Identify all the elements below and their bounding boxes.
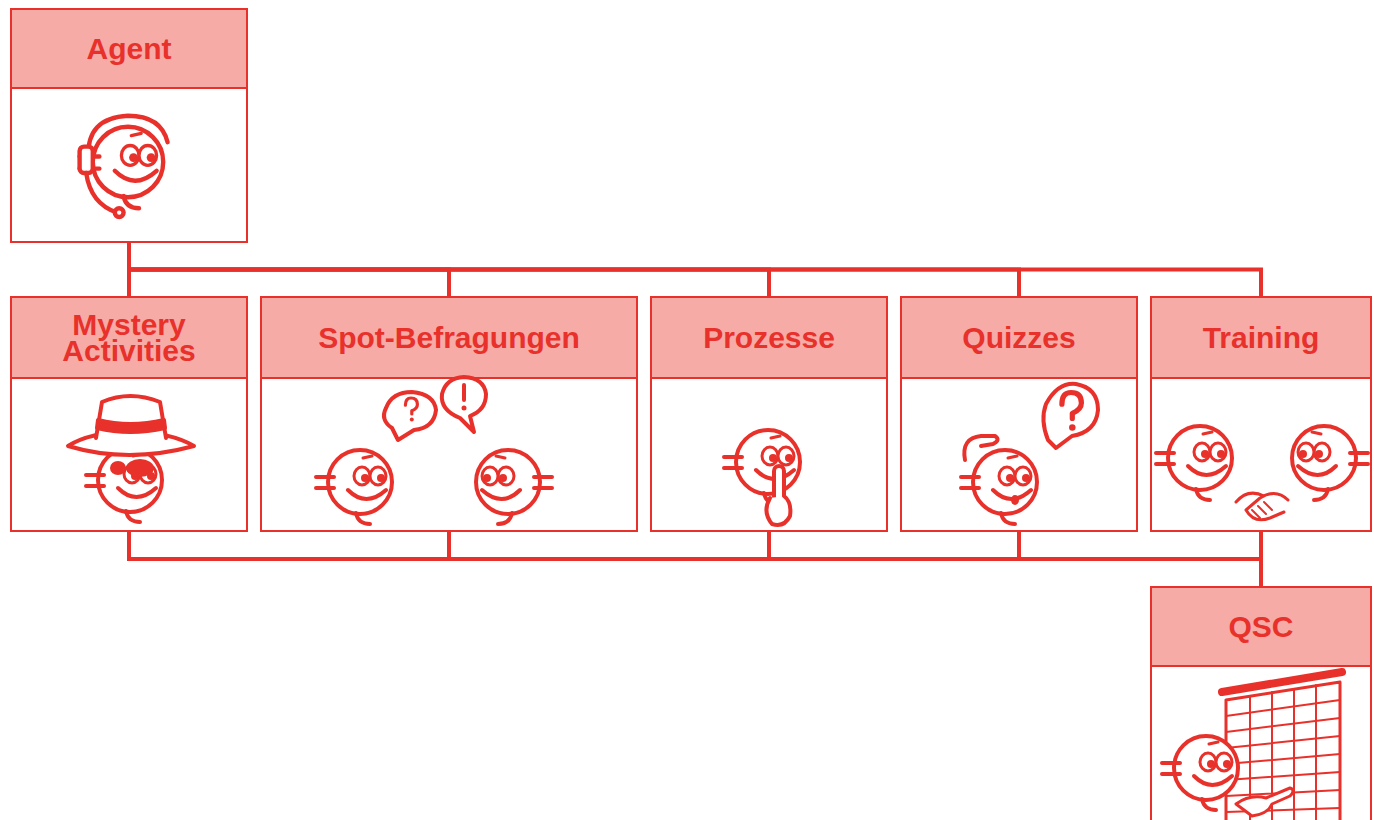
hat-band bbox=[97, 420, 165, 432]
thought-bubble bbox=[1043, 384, 1098, 448]
headset-mic-arm bbox=[86, 173, 117, 213]
smiley-face bbox=[1156, 426, 1232, 500]
box-header: Prozesse bbox=[652, 298, 886, 379]
talking-figure bbox=[476, 450, 552, 524]
bus-connector bbox=[129, 532, 1261, 586]
headset-earpiece bbox=[80, 147, 93, 173]
headset-mic bbox=[115, 208, 124, 217]
training-figure bbox=[1156, 426, 1232, 500]
smiley-face bbox=[80, 127, 164, 208]
process-box: QSC bbox=[1150, 586, 1372, 820]
handshake bbox=[1236, 493, 1288, 520]
scorecard-chart bbox=[1222, 672, 1342, 820]
box-header: Spot-Befragungen bbox=[262, 298, 636, 379]
bus-connector bbox=[1019, 532, 1261, 586]
question-mark bbox=[405, 398, 417, 422]
exclamation-dot bbox=[462, 406, 467, 411]
sunglasses-lens bbox=[126, 459, 154, 477]
smiley-face bbox=[316, 450, 392, 524]
box-title: Quizzes bbox=[962, 325, 1075, 351]
chart-grid bbox=[1226, 700, 1340, 812]
process-box: Agent bbox=[10, 8, 248, 243]
process-box: Quizzes bbox=[900, 296, 1138, 532]
speech-bubble bbox=[1043, 384, 1098, 448]
chart-grid bbox=[1250, 685, 1316, 820]
thinking-figure bbox=[961, 436, 1037, 524]
smiley-face bbox=[1162, 736, 1238, 810]
agent-figure bbox=[80, 116, 168, 217]
presenter-figure bbox=[1162, 736, 1293, 816]
sunglasses-lens bbox=[110, 461, 126, 475]
process-box: Training bbox=[1150, 296, 1372, 532]
smiley-face bbox=[1292, 426, 1368, 500]
box-title: Agent bbox=[87, 36, 172, 62]
bus-connector bbox=[449, 532, 1261, 586]
speech-bubble bbox=[442, 377, 486, 432]
training-figure bbox=[1292, 426, 1368, 500]
question-mark bbox=[1062, 393, 1082, 431]
smiley-face bbox=[724, 430, 800, 504]
smiley-face bbox=[86, 448, 162, 522]
box-header: QSC bbox=[1152, 588, 1370, 667]
box-title: Training bbox=[1203, 325, 1320, 351]
box-header: Training bbox=[1152, 298, 1370, 379]
headset-band bbox=[88, 116, 167, 158]
open-mouth bbox=[1011, 495, 1019, 505]
hat-crown bbox=[96, 396, 166, 438]
mystery-figure bbox=[68, 396, 194, 522]
smiley-face bbox=[961, 450, 1037, 524]
head-scratching-hand bbox=[964, 436, 997, 460]
speech-bubbles bbox=[384, 377, 486, 440]
talking-figure bbox=[316, 450, 392, 524]
process-box: Mystery Activities bbox=[10, 296, 248, 532]
box-header: Mystery Activities bbox=[12, 298, 246, 379]
hat-brim bbox=[68, 432, 194, 455]
box-title: Prozesse bbox=[703, 325, 835, 351]
chart-top-bar bbox=[1222, 672, 1342, 692]
box-title: Spot-Befragungen bbox=[318, 325, 580, 351]
bus-connector bbox=[129, 243, 1261, 296]
secret-figure bbox=[724, 430, 800, 525]
hand bbox=[766, 496, 790, 525]
smiley-face bbox=[476, 450, 552, 524]
box-header: Agent bbox=[12, 10, 246, 89]
pointing-hand bbox=[1236, 788, 1293, 816]
box-title: QSC bbox=[1228, 614, 1293, 640]
hand bbox=[1236, 493, 1276, 507]
exclamation-line bbox=[462, 385, 466, 400]
bus-connector bbox=[769, 532, 1261, 586]
chart-frame bbox=[1226, 682, 1340, 820]
speech-bubble bbox=[384, 392, 436, 440]
raised-finger bbox=[774, 466, 784, 502]
fingers bbox=[1252, 502, 1272, 518]
box-title: Mystery Activities bbox=[16, 312, 242, 364]
process-box: Spot-Befragungen bbox=[260, 296, 638, 532]
bus-connector bbox=[1259, 532, 1263, 586]
process-box: Prozesse bbox=[650, 296, 888, 532]
hand bbox=[1246, 493, 1288, 519]
box-header: Quizzes bbox=[902, 298, 1136, 379]
